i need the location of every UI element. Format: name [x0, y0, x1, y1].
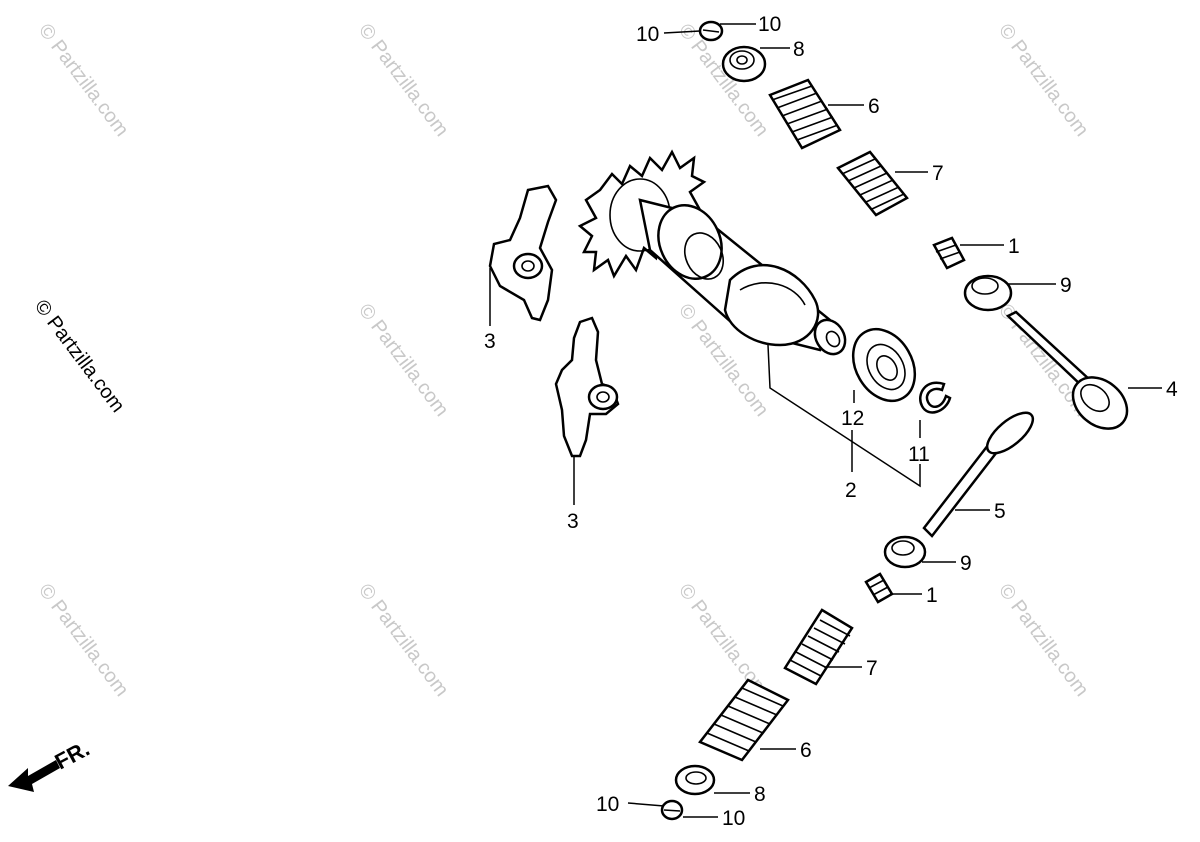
rocker-arm-3-lower — [554, 316, 620, 458]
stem-seal-1-lower — [864, 572, 894, 604]
callout-label: 9 — [1060, 274, 1072, 297]
front-direction-arrow: FR. — [8, 736, 94, 792]
intake-valve-5 — [922, 411, 1035, 538]
cotter-10-lower — [660, 799, 684, 821]
upper-retainer-assembly — [698, 20, 1129, 430]
callout-label: 2 — [845, 479, 857, 502]
callout-label: 7 — [932, 162, 944, 185]
callout-label: 10 — [722, 807, 745, 830]
callout-label: 8 — [754, 783, 766, 806]
lower-valve-assembly — [660, 411, 1035, 821]
callout-label: 10 — [596, 793, 619, 816]
watermark: © Partzilla.com — [354, 300, 453, 421]
callout-labels: 10 10 8 6 7 1 9 4 3 3 12 11 2 5 9 1 7 6 … — [484, 13, 1178, 830]
callout-label: 8 — [793, 38, 805, 61]
watermark: © Partzilla.com — [354, 20, 453, 141]
watermark: © Partzilla.com — [674, 20, 773, 141]
inner-spring-7-lower — [783, 608, 854, 686]
spring-seat-9-lower — [883, 535, 927, 569]
watermark: © Partzilla.com — [34, 20, 133, 141]
cotter-10-upper — [698, 20, 724, 42]
callout-label: 5 — [994, 500, 1006, 523]
callout-label: 11 — [908, 443, 930, 466]
circlip-11 — [919, 381, 952, 414]
leader-lines — [489, 23, 1162, 818]
callout-label: 10 — [636, 23, 659, 46]
stem-seal-1-upper — [932, 236, 966, 270]
callout-label: 1 — [926, 584, 938, 607]
watermark-dark: © Partzilla.com — [30, 296, 129, 417]
callout-label: 6 — [868, 95, 880, 118]
bearing-12 — [851, 327, 917, 403]
exhaust-valve-4 — [1005, 310, 1129, 430]
watermark: © Partzilla.com — [354, 580, 453, 701]
outer-spring-6-upper — [768, 78, 842, 150]
callout-label: 10 — [758, 13, 781, 36]
watermark: © Partzilla.com — [34, 580, 133, 701]
spring-retainer-8-upper — [721, 45, 767, 83]
watermark: © Partzilla.com — [994, 580, 1093, 701]
inner-spring-7-upper — [836, 150, 909, 217]
callout-label: 7 — [866, 657, 878, 680]
outer-spring-6-lower — [698, 678, 790, 762]
callout-label: 9 — [960, 552, 972, 575]
callout-label: 1 — [1008, 235, 1020, 258]
callout-label: 4 — [1166, 378, 1178, 401]
callout-label: 3 — [484, 330, 496, 353]
spring-retainer-8-lower — [674, 764, 716, 796]
camshaft-2 — [577, 149, 847, 356]
rocker-arm-3-upper — [488, 184, 558, 322]
watermark: © Partzilla.com — [994, 20, 1093, 141]
spring-seat-9-upper — [963, 274, 1013, 312]
callout-label: 6 — [800, 739, 812, 762]
callout-label: 12 — [841, 407, 864, 430]
watermark: © Partzilla.com — [674, 580, 773, 701]
arrow-left-icon — [8, 760, 60, 792]
callout-label: 3 — [567, 510, 579, 533]
